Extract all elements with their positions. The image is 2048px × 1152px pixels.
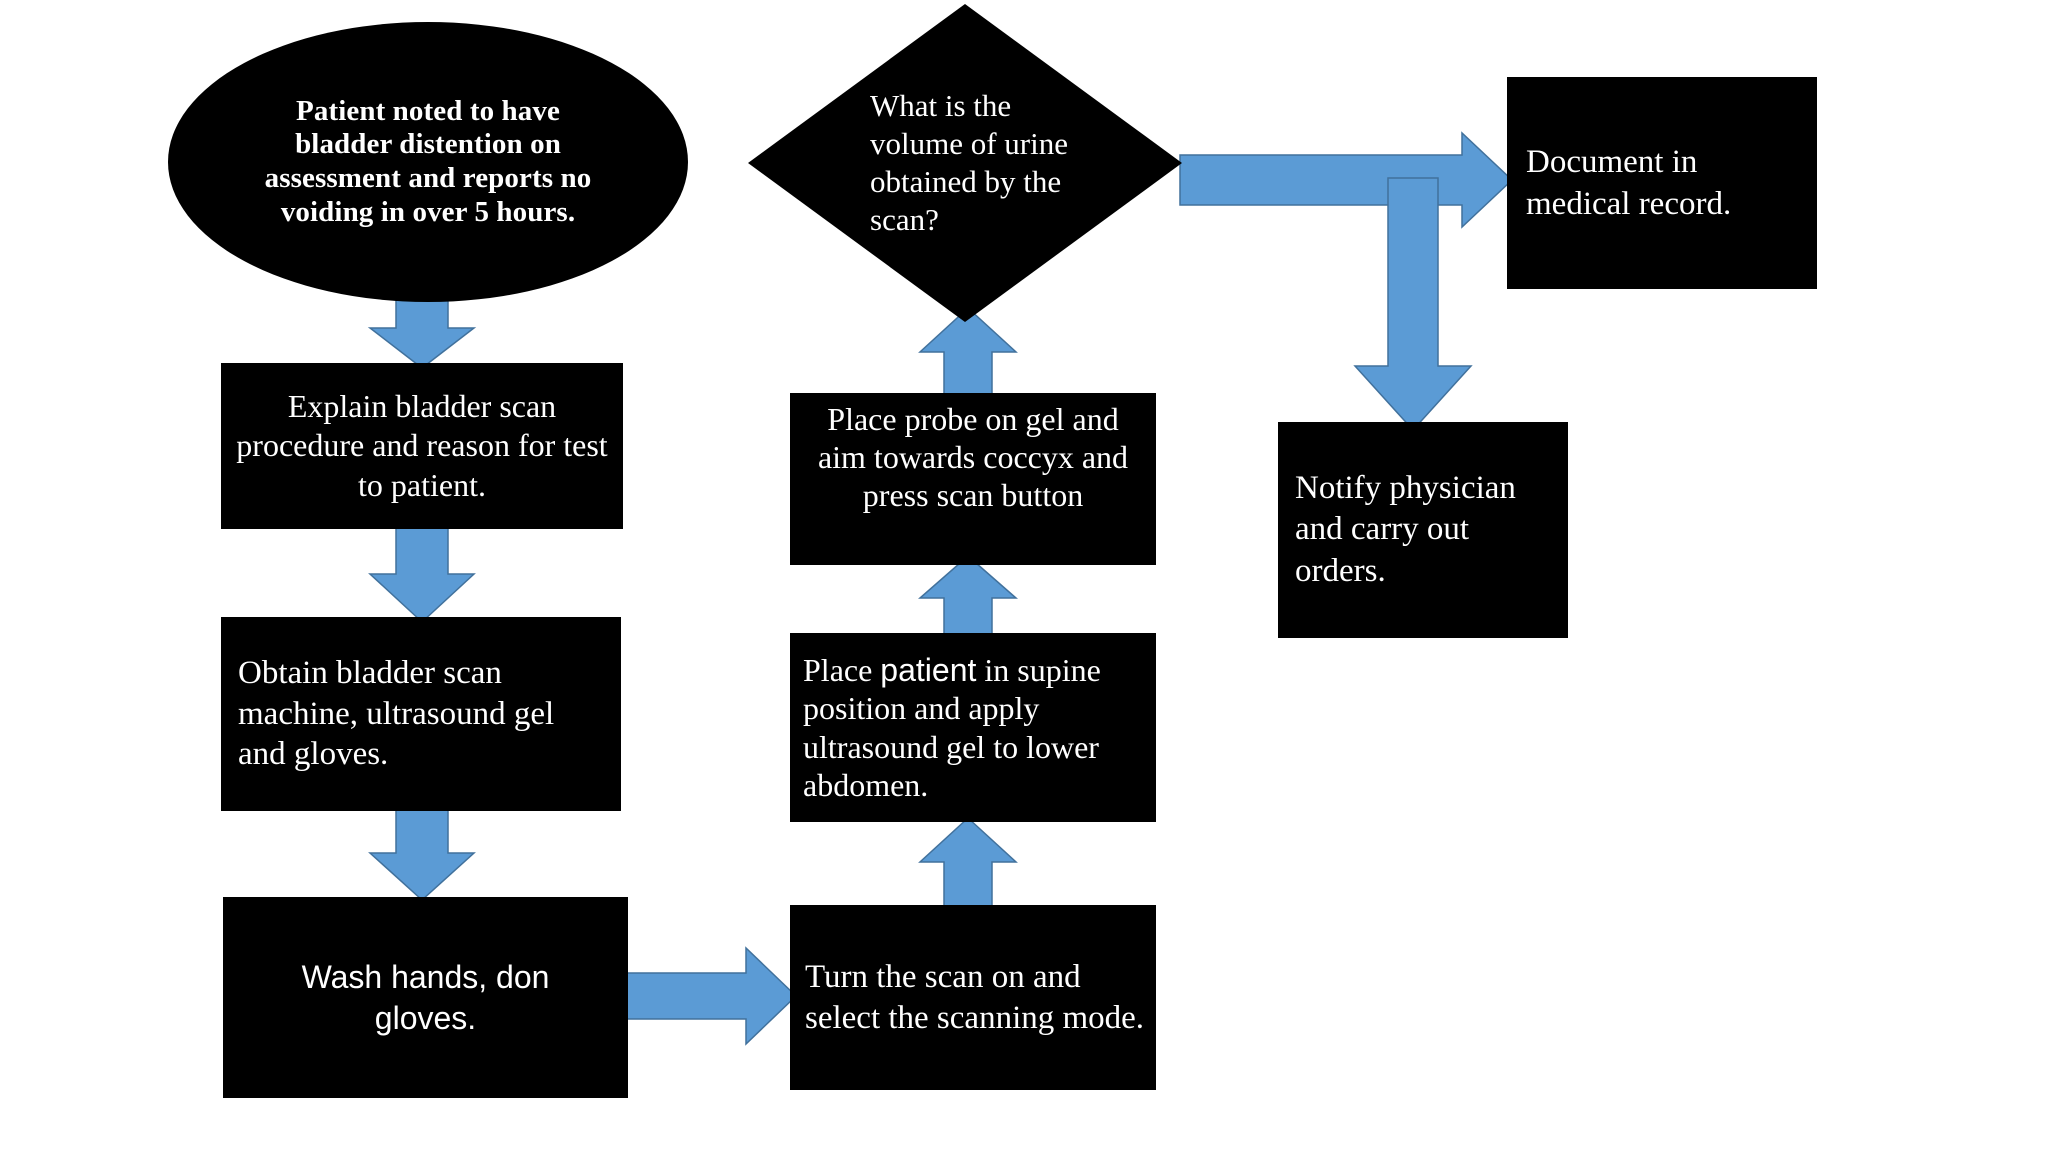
arrow-explain-to-obtain <box>368 521 476 624</box>
node-obtain-equipment-label: Obtain bladder scan machine, ultrasound … <box>238 654 555 773</box>
node-notify-physician-label: Notify physician and carry out orders. <box>1295 469 1516 589</box>
node-place-probe-label: Place probe on gel and aim towards coccy… <box>817 401 1129 514</box>
node-document-record-label: Document in medical record. <box>1526 143 1732 222</box>
node-place-probe[interactable]: Place probe on gel and aim towards coccy… <box>790 393 1156 565</box>
node-start-ellipse-label: Patient noted to have bladder distention… <box>264 94 592 228</box>
node-decision-volume[interactable]: What is the volume of urine obtained by … <box>748 4 1182 322</box>
node-explain-procedure-label: Explain bladder scan procedure and reaso… <box>236 388 608 503</box>
label-segment-suffix: in supine position and apply ultrasound … <box>803 651 1101 803</box>
node-place-patient-supine[interactable]: Place patient in supine position and app… <box>790 633 1156 822</box>
node-turn-scan-on-label: Turn the scan on and select the scanning… <box>805 958 1145 1036</box>
arrow-turnscan-to-placepatient <box>918 816 1018 911</box>
arrow-document-to-notify <box>1353 177 1473 432</box>
node-wash-hands[interactable]: Wash hands, don gloves. <box>223 897 628 1098</box>
label-segment-prefix: Place <box>803 651 881 688</box>
node-obtain-equipment[interactable]: Obtain bladder scan machine, ultrasound … <box>221 617 621 811</box>
node-notify-physician[interactable]: Notify physician and carry out orders. <box>1278 422 1568 638</box>
node-wash-hands-label: Wash hands, don gloves. <box>301 959 550 1036</box>
node-explain-procedure[interactable]: Explain bladder scan procedure and reaso… <box>221 363 623 529</box>
node-place-patient-supine-label: Place patient in supine position and app… <box>791 651 1155 805</box>
label-segment-emphasis: patient <box>880 651 977 688</box>
arrow-obtain-to-wash <box>368 804 476 902</box>
node-turn-scan-on[interactable]: Turn the scan on and select the scanning… <box>790 905 1156 1090</box>
node-decision-volume-label: What is the volume of urine obtained by … <box>870 88 1069 237</box>
arrow-wash-to-turnscan <box>617 946 798 1046</box>
arrow-placepatient-to-probe <box>918 555 1018 643</box>
node-start-ellipse[interactable]: Patient noted to have bladder distention… <box>168 22 688 302</box>
node-document-record[interactable]: Document in medical record. <box>1507 77 1817 289</box>
